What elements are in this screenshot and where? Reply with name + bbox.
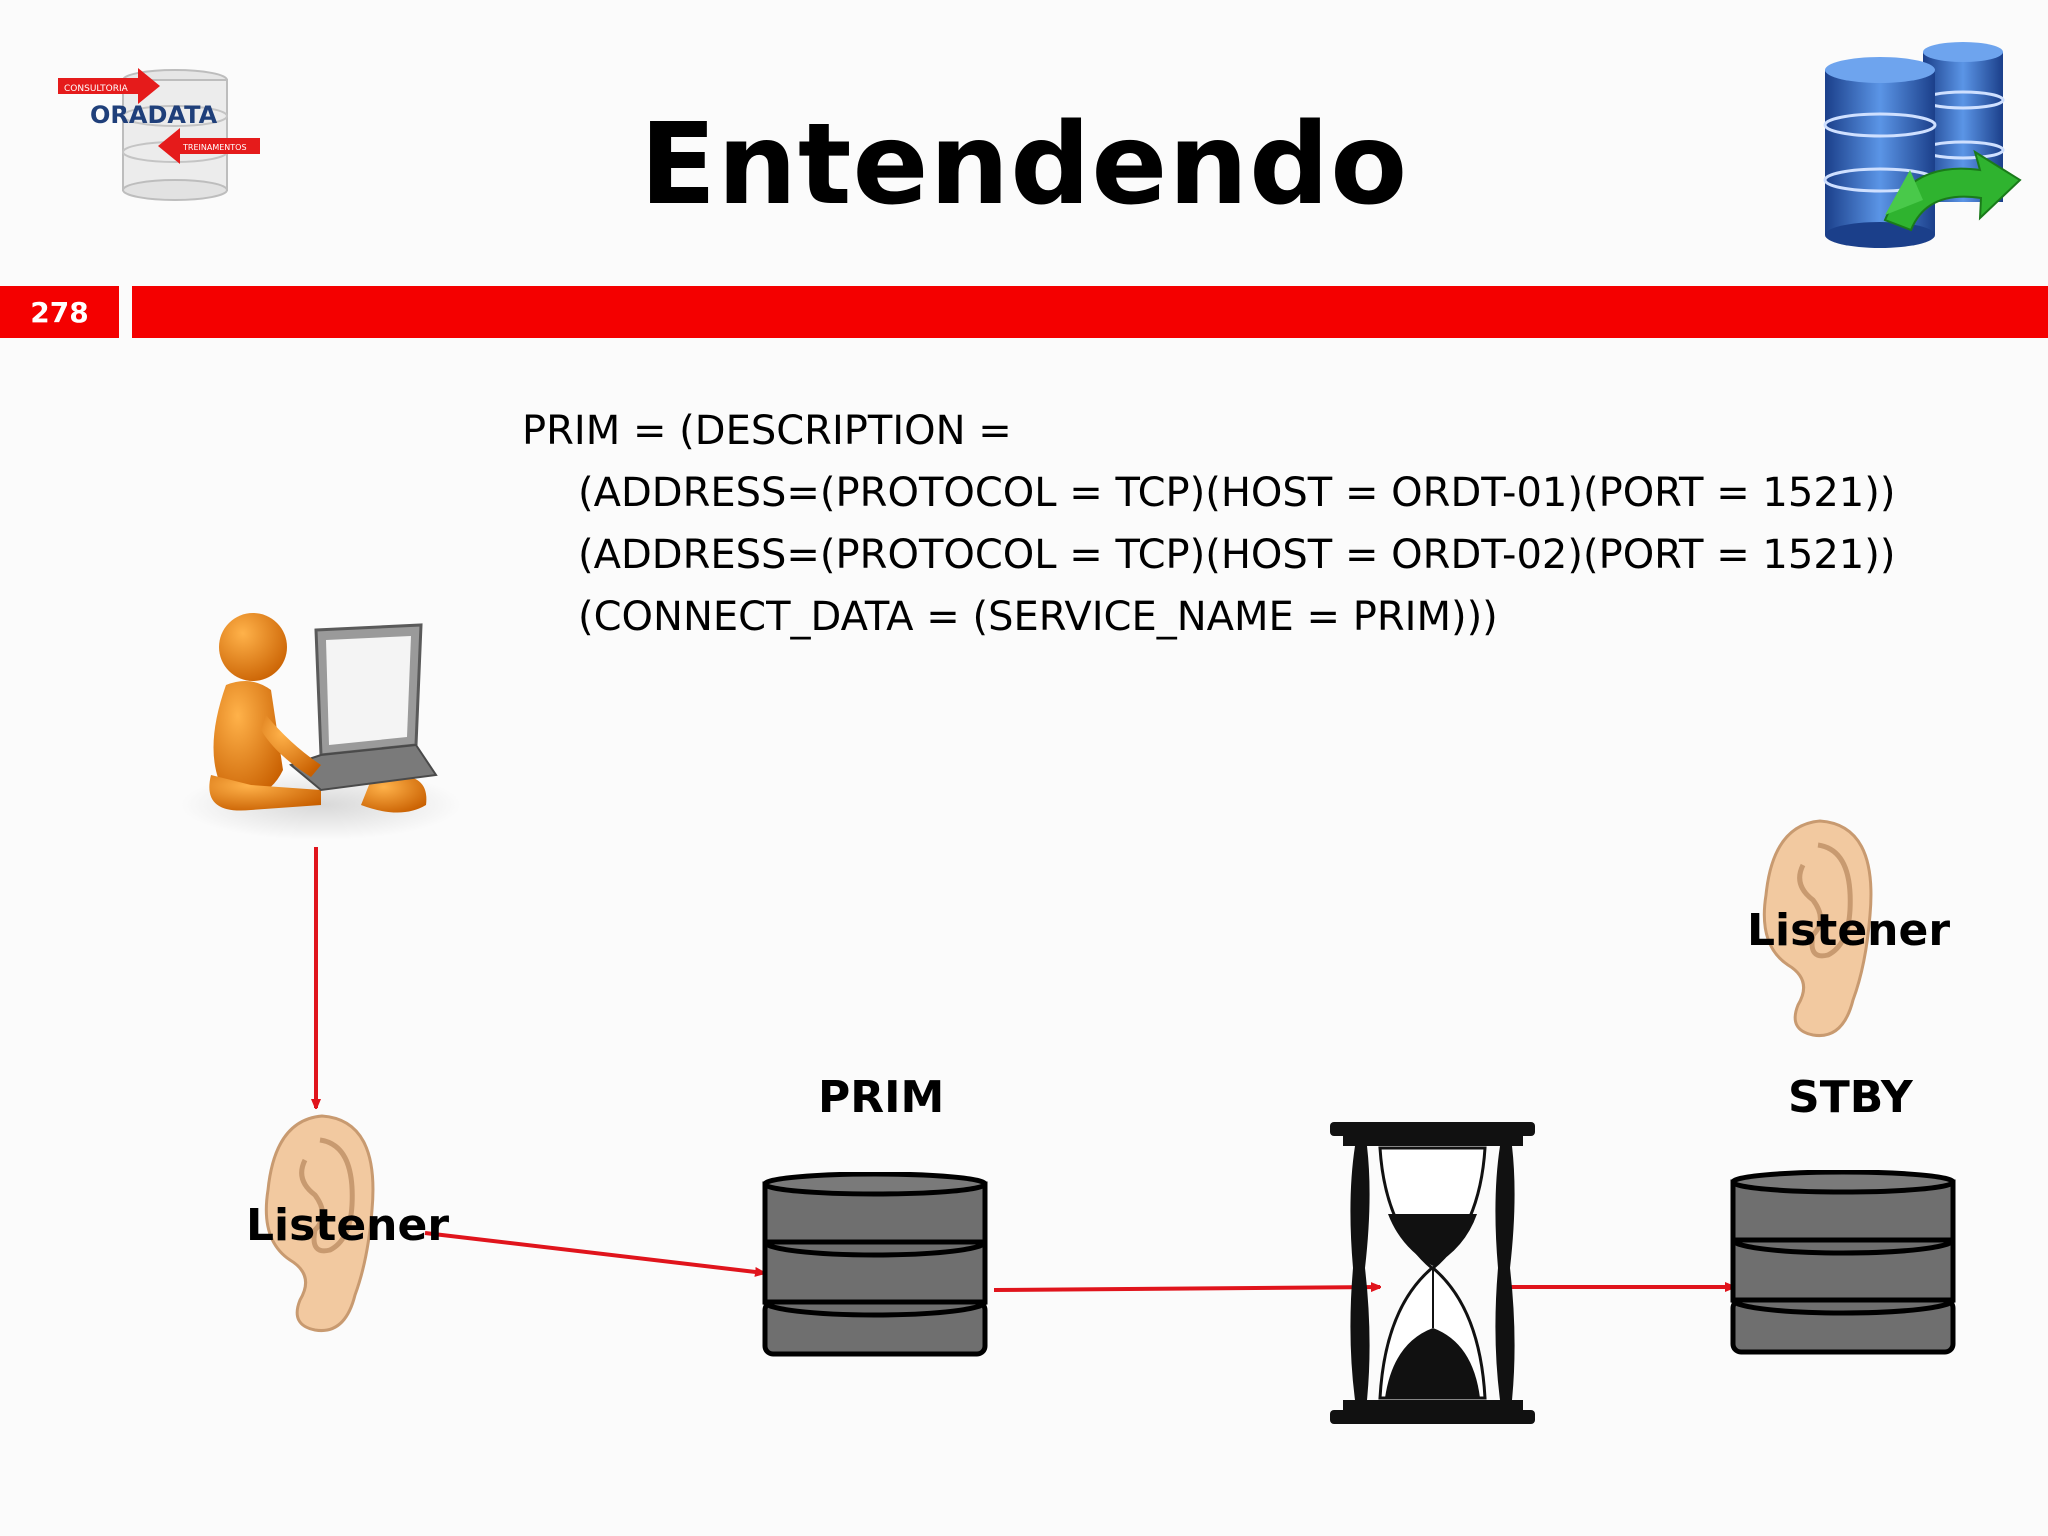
prim-label: PRIM: [818, 1072, 945, 1123]
hourglass-icon: [1330, 1122, 1535, 1424]
header-divider-bar: [132, 286, 2048, 338]
database-icon-prim: [762, 1172, 988, 1357]
logo-bottom-text: TREINAMENTOS: [182, 143, 247, 152]
arrow-listener-to-prim: [424, 1231, 764, 1273]
listener-label-right: Listener: [1747, 905, 1951, 956]
database-icon-stby: [1730, 1170, 1956, 1355]
database-sync-icon: [1823, 42, 2022, 248]
tns-line-3: (ADDRESS=(PROTOCOL = TCP)(HOST = ORDT-02…: [578, 532, 1896, 578]
listener-label-left: Listener: [246, 1200, 450, 1251]
logo-main-text: ORADATA: [90, 101, 218, 129]
tns-line-2: (ADDRESS=(PROTOCOL = TCP)(HOST = ORDT-01…: [578, 470, 1896, 516]
oradata-logo: CONSULTORIA ORADATA TREINAMENTOS: [58, 68, 260, 201]
slide-title: Entendendo: [639, 100, 1409, 230]
ear-icon-right: [1762, 819, 1873, 1038]
tns-connect-string: PRIM = (DESCRIPTION = (ADDRESS=(PROTOCOL …: [522, 400, 1895, 648]
tns-line-4: (CONNECT_DATA = (SERVICE_NAME = PRIM))): [578, 594, 1498, 640]
logo-top-text: CONSULTORIA: [64, 84, 129, 94]
ear-icon-left: [264, 1114, 375, 1333]
slide-number: 278: [0, 286, 119, 338]
arrow-prim-to-hourglass: [993, 1287, 1380, 1290]
stby-label: STBY: [1788, 1072, 1913, 1123]
user-at-laptop-icon: [181, 613, 461, 840]
tns-line-1: PRIM = (DESCRIPTION =: [522, 408, 1012, 454]
